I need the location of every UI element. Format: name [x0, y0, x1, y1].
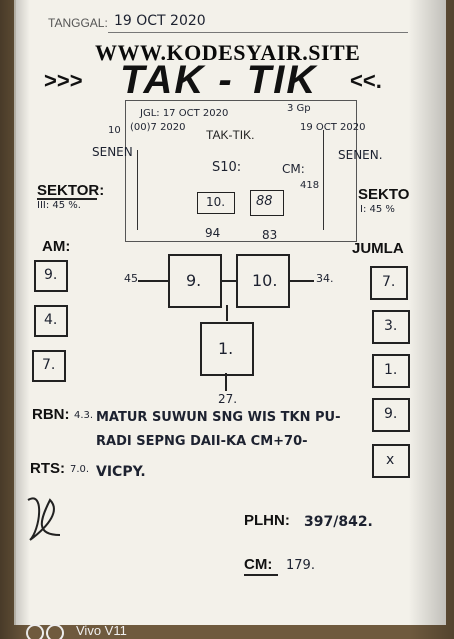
inner-below-a: 94	[205, 226, 221, 240]
right-box-1: 7.	[370, 266, 408, 300]
camera-watermark: Vivo V11	[76, 623, 127, 638]
diagram-box-left-label: 9.	[186, 271, 202, 290]
title-arrows-left: >>>	[44, 68, 83, 93]
rbn-line-2: RADI SEPNG DAII-KA CM+70-	[96, 434, 308, 449]
right-sektor-label: SEKTO	[358, 186, 410, 203]
inner-num-left2: (00)7 2020	[130, 122, 186, 133]
signature-mark	[27, 497, 61, 541]
inner-card	[125, 100, 357, 242]
right-box-2-label: 3.	[384, 318, 398, 334]
inner-below-b: 83	[262, 228, 278, 242]
diagram-box-left: 9.	[168, 254, 222, 308]
title-arrows-right: <<.	[350, 68, 382, 93]
diagram-left-input: 45.	[124, 272, 142, 285]
inner-num-left: 10	[108, 125, 121, 136]
diagram-down-link	[226, 305, 228, 321]
diagram-right-output: 34.	[316, 272, 334, 285]
rbn-line-1: MATUR SUWUN SNG WIS TKN PU-	[96, 410, 341, 425]
diagram-right-arrow	[288, 280, 314, 282]
rts-value: VICPY.	[96, 464, 146, 480]
inner-center-title: TAK-TIK.	[206, 128, 255, 142]
left-box-1-label: 9.	[44, 267, 58, 283]
left-box-2-label: 4.	[44, 312, 58, 328]
rts-label: RTS:	[30, 460, 65, 477]
inner-cm-value: 418	[300, 180, 320, 191]
diagram-bottom-output: 27.	[218, 392, 238, 406]
diagram-mid-link	[220, 280, 236, 282]
diagram-box-right: 10.	[236, 254, 290, 308]
tanggal-value: 19 OCT 2020	[114, 13, 206, 29]
inner-day-right: SENEN.	[338, 148, 383, 162]
diagram-box-right-label: 10.	[252, 271, 278, 290]
diagram-left-arrow	[138, 280, 168, 282]
diagram-box-bottom: 1.	[200, 322, 254, 376]
left-am-label: AM:	[42, 238, 71, 255]
inner-jgl: JGL: 17 OCT 2020	[140, 108, 229, 119]
plhn-value: 397/842.	[304, 514, 373, 530]
right-jumlah-label: JUMLA	[352, 240, 404, 257]
rts-pct: 7.0.	[70, 464, 90, 475]
inner-box-b-label: 88	[256, 194, 273, 209]
cm-bottom-value: 179.	[286, 558, 315, 573]
left-sektor-underline	[37, 198, 97, 200]
inner-cm-label: CM:	[282, 162, 305, 176]
right-sektor-value: I: 45 %	[360, 204, 395, 215]
cm-bottom-underline	[244, 574, 278, 576]
paper-sheet	[14, 0, 446, 625]
right-box-1-label: 7.	[382, 274, 396, 290]
rbn-label: RBN:	[32, 406, 70, 423]
tanggal-label: TANGGAL:	[48, 16, 108, 30]
rbn-pct: 4.3.	[74, 410, 94, 421]
right-box-5: x	[372, 444, 410, 478]
site-watermark: WWW.KODESYAIR.SITE	[95, 40, 361, 65]
left-box-3: 7.	[32, 350, 66, 382]
inner-box-a-label: 10.	[206, 195, 226, 209]
inner-sio-label: S10:	[212, 160, 242, 175]
tanggal-underline	[108, 32, 408, 33]
diagram-bottom-arrow	[225, 373, 227, 391]
right-box-3-label: 1.	[384, 362, 398, 378]
inner-num-right: 19 OCT 2020	[300, 122, 366, 133]
chain-left	[137, 150, 138, 230]
inner-box-b: 88	[250, 190, 284, 216]
right-box-3: 1.	[372, 354, 410, 388]
left-sektor-value: III: 45 %.	[37, 200, 81, 211]
inner-num-right-top: 3 Gp	[287, 103, 311, 114]
right-box-2: 3.	[372, 310, 410, 344]
left-box-3-label: 7.	[42, 357, 56, 373]
cm-bottom-label: CM:	[244, 556, 273, 573]
chain-right	[323, 130, 324, 230]
camera-dot-icon-2	[46, 624, 64, 639]
left-sektor-label: SEKTOR:	[37, 182, 105, 199]
right-box-4: 9.	[372, 398, 410, 432]
inner-box-a: 10.	[197, 192, 235, 214]
plhn-label: PLHN:	[244, 512, 290, 529]
right-box-5-label: x	[386, 452, 395, 468]
left-box-2: 4.	[34, 305, 68, 337]
diagram-box-bottom-label: 1.	[218, 339, 234, 358]
camera-dot-icon-1	[26, 624, 44, 639]
right-box-4-label: 9.	[384, 406, 398, 422]
page-title: TAK - TIK	[120, 58, 318, 102]
left-box-1: 9.	[34, 260, 68, 292]
inner-day-left: SENEN	[92, 145, 133, 159]
